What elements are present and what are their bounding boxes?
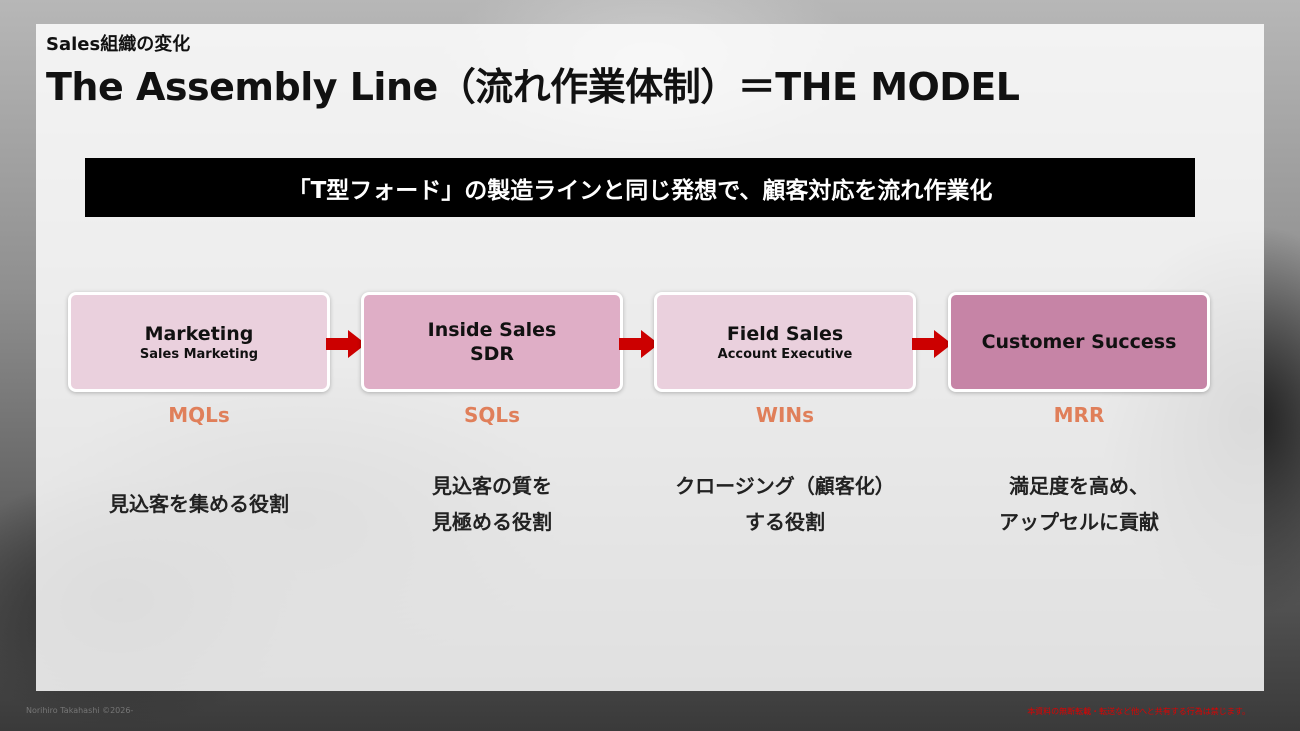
description-line: 見込客の質を [432,474,552,498]
slide-title: The Assembly Line（流れ作業体制）＝THE MODEL [46,65,1020,109]
slide-subtitle: Sales組織の変化 [46,34,191,55]
description-line: アップセルに貢献 [999,510,1159,534]
arrow-right-icon [619,330,659,358]
stage-title: Customer Success [981,331,1177,353]
metric-label: MRR [1053,403,1105,427]
stage-description: 見込客の質を 見極める役割 [361,468,623,540]
stage-title: Inside Sales [427,319,557,341]
stage-inside-sales: Inside Sales SDR [361,292,623,392]
stage-marketing: Marketing Sales Marketing [68,292,330,392]
description-line: クロージング（顧客化） [675,474,895,498]
copyright: Norihiro Takahashi ©2026- [26,706,134,715]
metric-label: WINs [755,403,815,427]
arrow-right-icon [326,330,366,358]
metric-label: MQLs [168,403,230,427]
description-line: 見極める役割 [432,510,552,534]
arrow-right-icon [912,330,952,358]
metric-label: SQLs [463,403,521,427]
banner: 「T型フォード」の製造ラインと同じ発想で、顧客対応を流れ作業化 [85,158,1195,217]
stage-description: クロージング（顧客化） する役割 [654,468,916,540]
confidentiality-notice: 本資料の無断転載・転送など他へと共有する行為は禁じます。 [1027,707,1250,716]
stage-description: 見込客を集める役割 [68,486,330,522]
stage-title: Marketing [144,322,254,345]
description-line: する役割 [745,510,825,534]
stage-description: 満足度を高め、 アップセルに貢献 [948,468,1210,540]
stage-subtitle: SDR [469,343,515,365]
description-line: 満足度を高め、 [1009,474,1149,498]
stage-customer-success: Customer Success [948,292,1210,392]
stage-subtitle: Account Executive [717,346,853,362]
description-line: 見込客を集める役割 [109,492,289,516]
stage-title: Field Sales [726,322,844,345]
stage-field-sales: Field Sales Account Executive [654,292,916,392]
stage-subtitle: Sales Marketing [139,346,259,362]
